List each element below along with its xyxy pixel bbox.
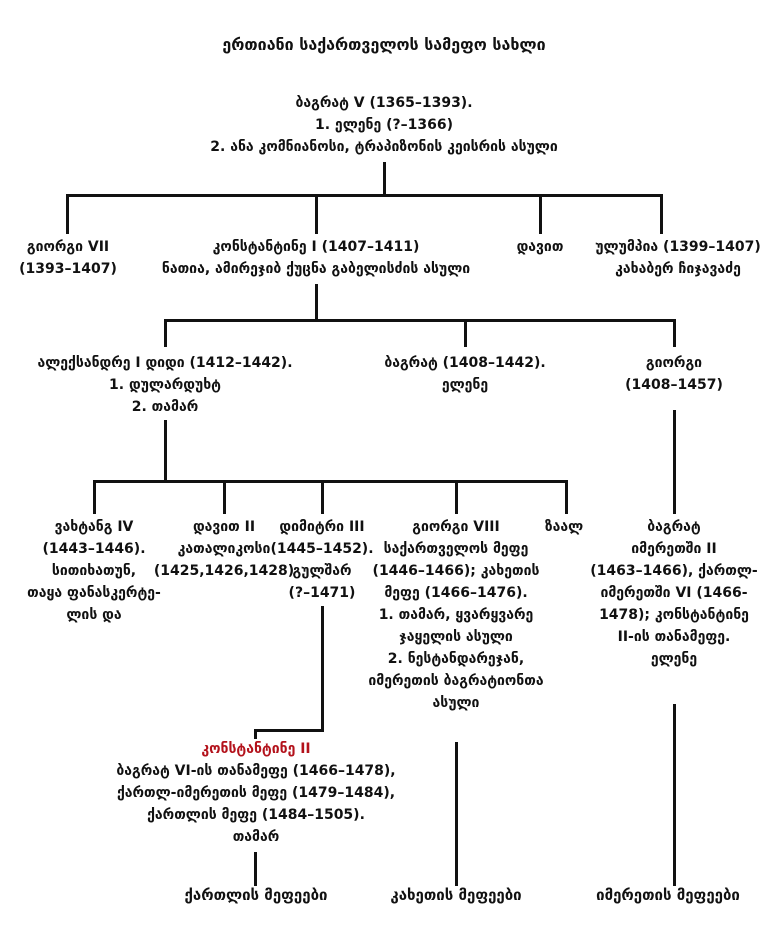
node-vakhtang-iv: ვახტანგ IV (1443–1446). სითიხათუნ, თაყა … bbox=[27, 516, 161, 626]
node-line: 2. ნესტანდარეჯან, bbox=[387, 651, 525, 667]
node-line: ასული bbox=[432, 695, 480, 711]
node-line: ელენე bbox=[650, 651, 698, 667]
node-demetre-iii: დიმიტრი III (1445–1452). გულშარ (?–1471) bbox=[270, 516, 373, 604]
node-line: ელენე bbox=[441, 377, 489, 393]
node-line: (1443–1446). bbox=[42, 541, 146, 557]
node-line: გიორგი VII bbox=[26, 239, 110, 255]
node-line: ჯაყელის ასული bbox=[399, 629, 513, 645]
connector bbox=[223, 480, 226, 514]
connector bbox=[455, 742, 458, 886]
node-line: თამარ bbox=[232, 829, 280, 845]
node-bagrat-imereti: ბაგრატ იმერეთში II (1463–1466), ქართლ- ი… bbox=[590, 516, 757, 670]
connector bbox=[673, 410, 676, 514]
node-line: გიორგი VIII bbox=[412, 519, 500, 535]
node-line: გულშარ bbox=[292, 563, 352, 579]
node-line: გიორგი bbox=[645, 355, 703, 371]
node-ulumpia: ულუმპია (1399–1407) კახაბერ ჩიჯავაძე bbox=[595, 236, 761, 280]
connector bbox=[539, 194, 542, 234]
node-line: დიმიტრი III bbox=[279, 519, 365, 535]
connector bbox=[254, 729, 324, 732]
connector bbox=[66, 194, 69, 234]
node-aleksandre-i: ალექსანდრე I დიდი (1412–1442). 1. დულარდ… bbox=[37, 352, 292, 418]
kartli-kings-label: ქართლის მეფეები bbox=[184, 886, 328, 904]
node-davit: დავით bbox=[517, 236, 564, 258]
node-konstantine-i: კონსტანტინე I (1407–1411) ნათია, ამირეჯი… bbox=[162, 236, 470, 280]
node-line: (1425,1426,1428) bbox=[153, 563, 295, 579]
connector bbox=[321, 606, 324, 732]
node-bagrat: ბაგრატ (1408–1442). ელენე bbox=[384, 352, 545, 396]
connector bbox=[254, 852, 257, 886]
node-line: ბაგრატ bbox=[647, 519, 701, 535]
connector bbox=[673, 704, 676, 886]
node-line: ალექსანდრე I დიდი (1412–1442). bbox=[37, 355, 293, 371]
kakheti-kings-label: კახეთის მეფეები bbox=[390, 886, 522, 904]
connector bbox=[93, 480, 96, 514]
node-line: კათალიკოსი bbox=[177, 541, 271, 557]
connector bbox=[660, 194, 663, 234]
node-bagrat-v: ბაგრატ V (1365–1393). 1. ელენე (?–1366) … bbox=[210, 92, 557, 158]
connector bbox=[93, 480, 568, 483]
node-line: იმერეთის ბაგრატიონთა bbox=[368, 673, 544, 689]
connector bbox=[66, 194, 663, 197]
connector bbox=[315, 284, 318, 322]
node-line: მეფე (1466–1476). bbox=[384, 585, 528, 601]
node-line: ზაალ bbox=[544, 519, 584, 535]
connector bbox=[254, 729, 257, 739]
node-line: იმერეთში II bbox=[631, 541, 717, 557]
imereti-kings-label: იმერეთის მეფეები bbox=[596, 886, 740, 904]
connector bbox=[315, 194, 318, 234]
connector bbox=[164, 420, 167, 482]
node-line: სითიხათუნ, bbox=[51, 563, 137, 579]
node-line: ბაგრატ (1408–1442). bbox=[384, 355, 546, 371]
node-line: 1478); კონსტანტინე bbox=[599, 607, 749, 623]
node-line: ნათია, ამირეჯიბ ქუცნა გაბელისძის ასული bbox=[161, 261, 471, 277]
node-line: (1445–1452). bbox=[270, 541, 374, 557]
node-davit-ii: დავით II კათალიკოსი (1425,1426,1428) bbox=[154, 516, 294, 582]
node-line: ბაგრატ VI-ის თანამეფე (1466–1478), bbox=[116, 763, 396, 779]
node-line: 1. ელენე (?–1366) bbox=[315, 117, 453, 133]
node-giorgi-vii: გიორგი VII (1393–1407) bbox=[19, 236, 117, 280]
connector bbox=[565, 480, 568, 514]
connector bbox=[673, 319, 676, 347]
node-line: დავით II bbox=[192, 519, 256, 535]
node-line: ულუმპია (1399–1407) bbox=[595, 239, 761, 255]
connector bbox=[383, 162, 386, 196]
node-line: (?–1471) bbox=[288, 585, 356, 601]
node-line: (1463–1466), ქართლ- bbox=[590, 563, 758, 579]
node-line: 1. დულარდუხტ bbox=[109, 377, 221, 393]
node-line: იმერეთში VI (1466- bbox=[600, 585, 748, 601]
node-line: დავით bbox=[516, 239, 564, 255]
node-line: (1393–1407) bbox=[19, 261, 117, 277]
connector bbox=[455, 480, 458, 514]
node-line: ქართლის მეფე (1484–1505). bbox=[147, 807, 365, 823]
highlighted-name: კონსტანტინე II bbox=[201, 741, 311, 757]
diagram-title: ერთიანი საქართველოს სამეფო სახლი bbox=[222, 35, 546, 54]
node-giorgi-viii: გიორგი VIII საქართველოს მეფე (1446–1466)… bbox=[368, 516, 543, 714]
node-line: ლის და bbox=[66, 607, 122, 623]
node-line: 2. თამარ bbox=[131, 399, 199, 415]
node-line: ბაგრატ V (1365–1393). bbox=[295, 95, 473, 111]
connector bbox=[164, 319, 676, 322]
node-line: საქართველოს მეფე bbox=[383, 541, 529, 557]
node-line: კონსტანტინე I (1407–1411) bbox=[212, 239, 420, 255]
node-line: ქართლ-იმერეთის მეფე (1479–1484), bbox=[116, 785, 396, 801]
connector bbox=[321, 480, 324, 514]
node-konstantine-ii: კონსტანტინე II ბაგრატ VI-ის თანამეფე (14… bbox=[116, 738, 395, 848]
node-line: (1408–1457) bbox=[625, 377, 723, 393]
node-line: თაყა ფანასკერტე- bbox=[27, 585, 161, 601]
connector bbox=[164, 319, 167, 347]
connector bbox=[464, 319, 467, 347]
node-line: 2. ანა კომნიანოსი, ტრაპიზონის კეისრის ას… bbox=[210, 139, 558, 155]
node-line: (1446–1466); კახეთის bbox=[372, 563, 540, 579]
node-zaal: ზაალ bbox=[545, 516, 583, 538]
node-line: ვახტანგ IV bbox=[54, 519, 134, 535]
node-line: კახაბერ ჩიჯავაძე bbox=[615, 261, 741, 277]
node-line: 1. თამარ, ყვარყვარე bbox=[378, 607, 534, 623]
node-giorgi: გიორგი (1408–1457) bbox=[625, 352, 723, 396]
node-line: II-ის თანამეფე. bbox=[617, 629, 731, 645]
